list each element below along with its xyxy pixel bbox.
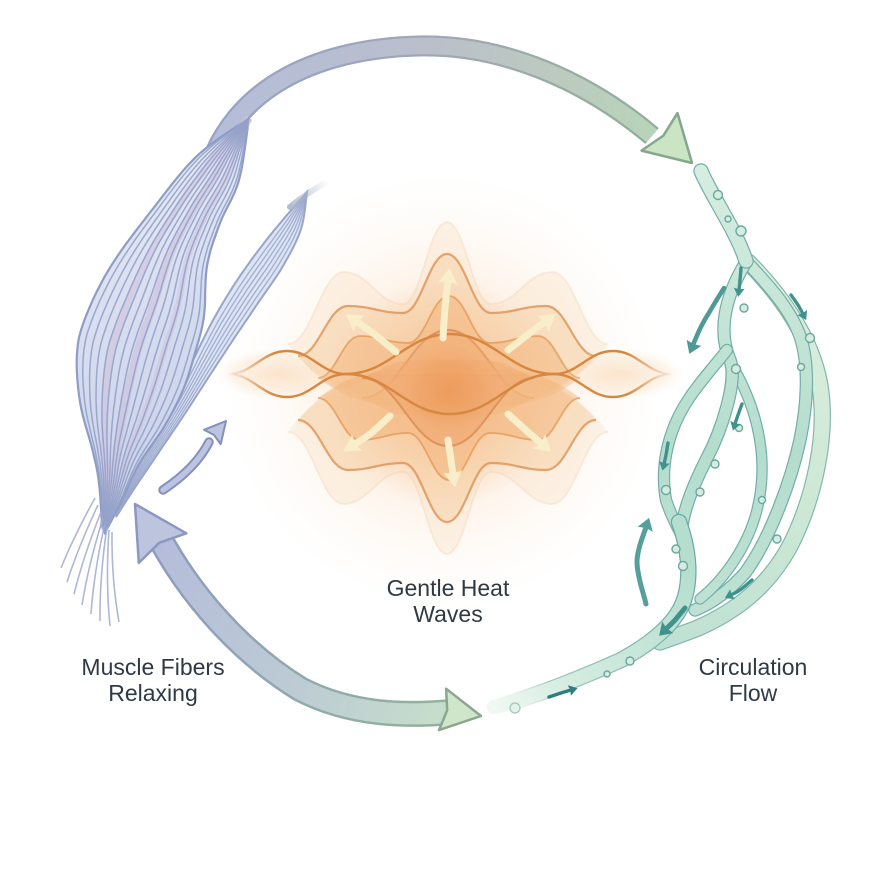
svg-text:Flow: Flow bbox=[729, 680, 778, 706]
svg-text:Circulation: Circulation bbox=[699, 654, 808, 680]
svg-text:Gentle Heat: Gentle Heat bbox=[387, 575, 510, 601]
svg-text:Relaxing: Relaxing bbox=[108, 680, 198, 706]
svg-text:Waves: Waves bbox=[413, 601, 482, 627]
svg-text:Muscle Fibers: Muscle Fibers bbox=[81, 654, 224, 680]
